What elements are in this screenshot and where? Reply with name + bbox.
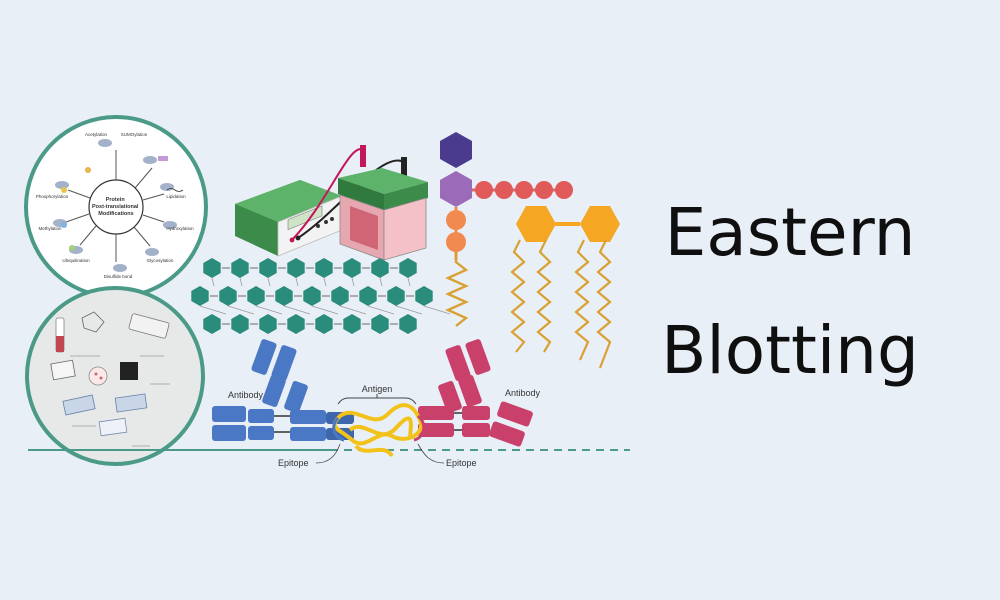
epitope-left-pointer xyxy=(315,443,341,464)
red-electrode xyxy=(360,145,366,167)
hexagon-unit xyxy=(343,258,361,278)
hexagon-crosslink xyxy=(339,305,367,315)
electrophoresis-tank xyxy=(338,168,428,261)
title-line-1: Eastern xyxy=(664,194,916,271)
hexagon-unit xyxy=(287,314,305,334)
hexagon-crosslink xyxy=(239,277,243,287)
hexagon-unit xyxy=(315,258,333,278)
hexagon-crosslink xyxy=(227,305,255,315)
label-epitope-left: Epitope xyxy=(278,458,309,468)
label-antigen: Antigen xyxy=(362,384,393,394)
hexagon-crosslink xyxy=(283,305,311,315)
ptm-label-phosphorylation: Phosphorylation xyxy=(36,194,69,199)
red-wire xyxy=(291,147,365,241)
hexagon-unit xyxy=(303,286,321,306)
hexagon-unit xyxy=(387,286,405,306)
label-antibody-right: Antibody xyxy=(505,388,541,398)
hexagon-crosslink xyxy=(351,277,355,287)
ptm-center-line-2: Post-translational xyxy=(92,204,139,210)
hexagon-unit xyxy=(247,286,265,306)
glycan-structure xyxy=(440,132,620,369)
hexagon-unit xyxy=(219,286,237,306)
ptm-label-acetylation: Acetylation xyxy=(85,132,108,137)
hexagon-crosslink xyxy=(255,305,283,315)
hexagon-unit xyxy=(399,314,417,334)
ptm-label-disulfide-bond: Disulfide bond xyxy=(104,274,133,279)
hexagon-unit xyxy=(331,286,349,306)
ptm-center-line-1: Protein xyxy=(106,197,126,203)
ptm-circle: Protein Post-translational Modifications… xyxy=(24,115,208,299)
hexagon-unit xyxy=(259,258,277,278)
hexagon-crosslink xyxy=(199,305,227,315)
hexagon-crosslink xyxy=(295,277,299,287)
hexagon-unit xyxy=(191,286,209,306)
hexagon-crosslink xyxy=(395,305,423,315)
hexagon-unit xyxy=(259,314,277,334)
antigen xyxy=(332,394,426,458)
black-electrode xyxy=(401,157,407,179)
hexagon-unit xyxy=(359,286,377,306)
hexagon-unit xyxy=(203,258,221,278)
hexagon-unit xyxy=(231,258,249,278)
ptm-label-ubiquitination: Ubiquitination xyxy=(62,258,90,263)
ptm-label-glycosylation: Glycosylation xyxy=(147,258,174,263)
hexagon-unit xyxy=(315,314,333,334)
label-antibody-left: Antibody xyxy=(228,390,264,400)
ptm-center-line-3: Modifications xyxy=(98,211,133,217)
hexagon-crosslink xyxy=(407,277,411,287)
ptm-label-sumoylation: SUMOylation xyxy=(121,132,148,137)
label-epitope-right: Epitope xyxy=(446,458,477,468)
hexagon-crosslink xyxy=(311,305,339,315)
hexagon-crosslink xyxy=(379,277,383,287)
right-antibody xyxy=(418,339,533,447)
hexagon-unit xyxy=(203,314,221,334)
hexagon-crosslink xyxy=(267,277,271,287)
hexagon-unit xyxy=(275,286,293,306)
hexagon-unit xyxy=(343,314,361,334)
hexagon-unit xyxy=(399,258,417,278)
hexagon-unit xyxy=(287,258,305,278)
hexagon-unit xyxy=(231,314,249,334)
workflow-circle xyxy=(25,286,205,466)
hexagon-crosslink xyxy=(423,305,451,315)
hexagon-unit xyxy=(371,258,389,278)
polysaccharide-chains xyxy=(191,258,451,334)
ptm-label-methylation: Methylation xyxy=(38,226,62,231)
hexagon-crosslink xyxy=(367,305,395,315)
title-line-2: Blotting xyxy=(661,312,919,389)
ptm-label-lipidation: Lipidation xyxy=(166,194,186,199)
power-supply xyxy=(235,180,343,257)
hexagon-crosslink xyxy=(211,277,215,287)
svg-text:Protein Post-translation: Protein Post-translational Modifications xyxy=(92,197,140,217)
ptm-label-hydroxylation: Hydroxylation xyxy=(166,226,194,231)
hexagon-crosslink xyxy=(323,277,327,287)
epitope-right-pointer xyxy=(417,443,445,464)
hexagon-unit xyxy=(415,286,433,306)
hexagon-unit xyxy=(371,314,389,334)
